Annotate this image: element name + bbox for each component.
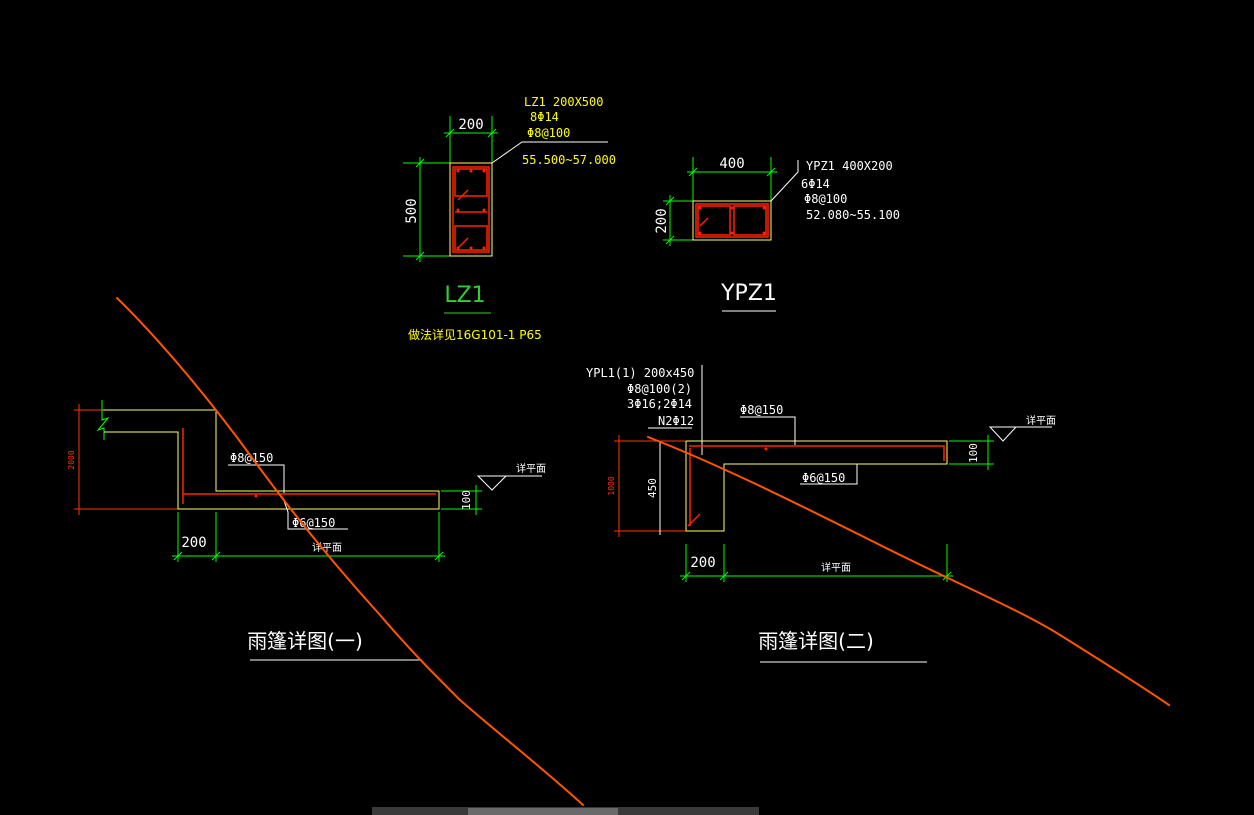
markup-strokes <box>116 297 1170 806</box>
detail2-left-height: 1000 <box>607 476 616 495</box>
detail1-break-symbol <box>96 400 110 440</box>
detail2-title: 雨篷详图(二) <box>758 629 874 653</box>
detail1-wall-width: 200 <box>181 535 206 551</box>
detail2-top-rebar <box>689 445 945 461</box>
ypz1-spec-line1: YPZ1 400X200 <box>806 159 893 173</box>
detail2-slab-dimension <box>949 435 994 470</box>
lz1-title: LZ1 <box>444 283 485 308</box>
detail2-span-label: 详平面 <box>821 561 851 574</box>
detail2-beam-line2: Φ8@100(2) <box>627 382 692 396</box>
detail2-level-symbol <box>988 426 1018 442</box>
ypz1-spec-line4: 52.080~55.100 <box>806 208 900 222</box>
detail1-rebar-dot <box>254 494 258 498</box>
ypz1-spec-line2: 6Φ14 <box>801 177 830 191</box>
detail1-left-dimension <box>74 404 216 515</box>
detail1-top-rebar <box>182 428 436 495</box>
ypz1-title: YPZ1 <box>720 281 777 306</box>
lz1-rebars <box>456 169 486 250</box>
detail2-wall-width: 200 <box>690 555 715 571</box>
lz1-leader-line <box>491 141 608 164</box>
ypz1-dim-height: 200 <box>654 208 670 233</box>
detail2-top-rebar-label: Φ8@150 <box>740 403 783 417</box>
lz1-spec-line2: 8Φ14 <box>530 110 559 124</box>
detail2-rebar-dot <box>764 447 768 451</box>
detail1-concrete-outline <box>103 409 440 510</box>
markup-stroke-left <box>116 297 584 806</box>
detail1-bottom-dimensions <box>172 512 445 562</box>
lz1-concrete-outline <box>449 162 493 257</box>
detail2-bottom-dimensions <box>680 544 953 582</box>
detail1-level-label: 详平面 <box>516 462 546 475</box>
detail1-slab-dimension <box>441 485 482 515</box>
lz1-dimensions <box>403 116 498 262</box>
detail1-left-height: 2000 <box>67 450 76 469</box>
canopy-detail-2: YPL1(1) 200x450 Φ8@100(2) 3Φ16;2Φ14 N2Φ1… <box>586 365 1056 663</box>
detail1-title: 雨篷详图(一) <box>247 629 363 653</box>
detail1-top-rebar-leader <box>228 464 285 493</box>
lz1-dim-height: 500 <box>404 198 420 223</box>
lz1-reference-note: 做法详见16G101-1 P65 <box>408 327 542 342</box>
detail2-beam-hook <box>687 513 701 527</box>
detail2-top-rebar-leader <box>740 416 796 445</box>
ypz1-leader-line <box>770 160 799 202</box>
ypz1-stirrups <box>695 203 769 238</box>
lz1-spec-line4: 55.500~57.000 <box>522 153 616 167</box>
detail1-slab-thickness: 100 <box>460 490 473 510</box>
detail2-slab-thickness: 100 <box>967 443 980 463</box>
canopy-detail-1: 2000 Φ8@150 Φ6@150 100 详平面 <box>67 400 546 661</box>
ypz1-section: 400 200 YPZ1 400X200 6Φ14 Φ8@100 52.080~… <box>654 156 900 312</box>
ypz1-spec-line3: Φ8@100 <box>804 192 847 206</box>
detail1-bottom-rebar-label: Φ6@150 <box>292 516 335 530</box>
detail2-left-dimension <box>614 435 686 537</box>
lz1-stirrups <box>452 166 490 253</box>
ypz1-rebars <box>698 206 766 235</box>
detail2-beam-height: 450 <box>646 478 659 498</box>
detail2-level-label: 详平面 <box>1026 414 1056 427</box>
lz1-spec-line3: Φ8@100 <box>527 126 570 140</box>
detail1-level-symbol <box>476 475 508 491</box>
horizontal-scrollbar-thumb[interactable] <box>468 808 618 815</box>
lz1-dim-width: 200 <box>458 117 483 133</box>
markup-stroke-right <box>647 436 1170 706</box>
ypz1-dim-width: 400 <box>719 156 744 172</box>
detail2-bottom-rebar-leader <box>800 464 858 485</box>
detail2-bottom-rebar-label: Φ6@150 <box>802 471 845 485</box>
ypz1-dimensions <box>663 157 777 246</box>
detail2-beam-line3: 3Φ16;2Φ14 <box>627 397 692 411</box>
detail2-beam-line4: N2Φ12 <box>658 414 694 428</box>
ypz1-concrete-outline <box>692 200 772 241</box>
lz1-spec-line1: LZ1 200X500 <box>524 95 603 109</box>
detail1-span-label: 详平面 <box>312 541 342 554</box>
detail1-bottom-rebar-leader <box>282 497 348 530</box>
detail2-concrete-outline <box>685 440 948 532</box>
detail2-beam-line1: YPL1(1) 200x450 <box>586 366 694 380</box>
lz1-section: 200 500 LZ1 200X500 8Φ14 Φ8@100 55.50 <box>403 95 616 342</box>
